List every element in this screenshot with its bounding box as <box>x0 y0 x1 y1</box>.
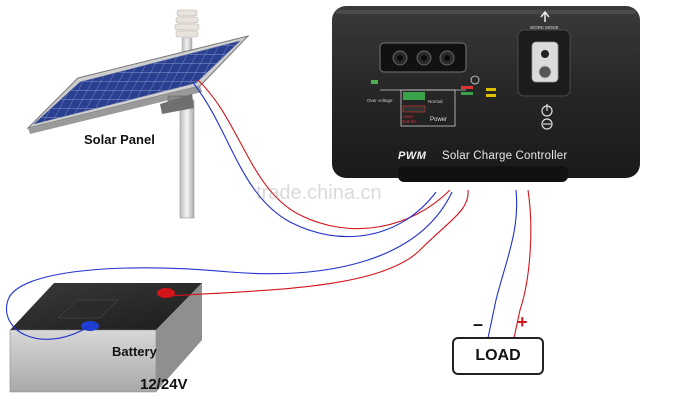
load-plus-sign: + <box>517 312 528 332</box>
lower-label: Lower <box>401 114 414 119</box>
over-voltage-label: Over voltage <box>367 98 393 103</box>
voltage-label: 12/24V <box>140 376 188 393</box>
load-box: LOAD <box>452 337 544 375</box>
load-negative-wire <box>487 189 518 339</box>
load-minus-sign: – <box>473 314 484 334</box>
battery-icon <box>9 283 202 393</box>
solar-panel-label: Solar Panel <box>84 132 155 147</box>
wires <box>6 79 532 340</box>
power-icon <box>541 104 553 130</box>
battery-negative-wire <box>6 191 453 340</box>
battery-label: Battery <box>112 344 157 359</box>
overdischarge-label: Overdis <box>401 119 417 124</box>
battery-positive-wire <box>169 189 469 297</box>
watermark-text: trade.china.cn <box>256 182 382 204</box>
work-mode-label: WORK MODE <box>530 25 559 30</box>
solar-negative-wire <box>193 83 437 238</box>
controller-title: Solar Charge Controller <box>442 150 568 162</box>
solar-panel-icon <box>26 9 250 219</box>
arrow-up-icon <box>540 10 550 22</box>
controller-brand: PWM <box>398 150 427 162</box>
load-positive-wire <box>513 189 532 339</box>
normal-label: Normal <box>428 99 443 104</box>
power-label: Power <box>430 117 448 123</box>
controller-icon <box>332 6 640 182</box>
load-label: LOAD <box>475 347 521 364</box>
